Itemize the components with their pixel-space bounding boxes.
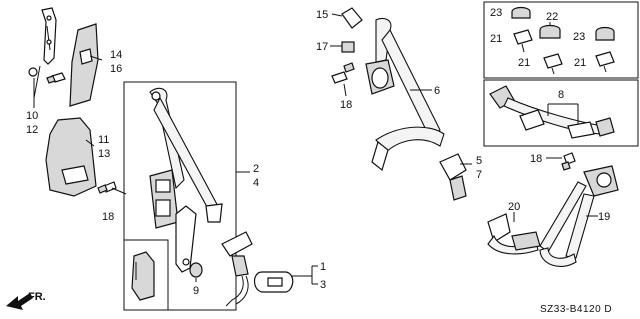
bolt-washer-10	[28, 67, 38, 77]
callout-5: 5	[476, 155, 482, 167]
front-belt-group-frame	[123, 81, 237, 311]
pillar-upper-bracket	[41, 7, 57, 65]
callout-18-rear-lower: 18	[530, 153, 542, 165]
bolt-21-c	[595, 51, 615, 73]
callout-20: 20	[508, 201, 520, 213]
pillar-lower-trim-11	[45, 117, 97, 197]
pillar-upper-cover-14	[69, 23, 99, 107]
callout-1: 1	[320, 261, 326, 273]
callout-23-b: 23	[573, 31, 585, 43]
center-lap-belt-8	[489, 85, 615, 139]
cap-22	[539, 22, 561, 39]
callout-22: 22	[546, 11, 558, 23]
callout-7: 7	[476, 169, 482, 181]
bolt-12	[46, 72, 66, 84]
callout-6: 6	[434, 85, 440, 97]
rear-buckle-5	[439, 153, 472, 201]
callout-3: 3	[320, 279, 326, 291]
front-direction-arrow-icon	[6, 293, 33, 310]
clip-17	[330, 41, 355, 53]
rear-outer-belt-6	[365, 17, 445, 172]
leader-lines-front	[195, 171, 250, 282]
callout-2: 2	[253, 163, 259, 175]
callout-21-c: 21	[574, 57, 586, 69]
callout-8: 8	[558, 89, 564, 101]
callout-23-a: 23	[490, 7, 502, 19]
bolt-18-front	[97, 181, 127, 195]
bolt-21-b	[543, 53, 563, 75]
callout-16: 16	[110, 63, 122, 75]
tag-15	[331, 7, 363, 29]
callout-17: 17	[316, 41, 328, 53]
callout-12: 12	[26, 124, 38, 136]
front-retractor-2	[149, 169, 179, 229]
callout-14: 14	[110, 49, 122, 61]
cap-23-b	[595, 26, 615, 41]
cap-23-a	[511, 6, 531, 19]
callout-9: 9	[193, 285, 199, 297]
center-belt-group-frame	[483, 79, 639, 147]
bolt-21-a	[513, 29, 533, 53]
callout-15: 15	[316, 9, 328, 21]
leader-lines-top-left	[33, 55, 103, 147]
inset-detail-frame	[123, 239, 169, 311]
callout-21-a: 21	[490, 33, 502, 45]
front-label: FR.	[28, 291, 46, 303]
front-anchor-plate	[175, 205, 197, 273]
leader-lines-buckle	[292, 265, 318, 285]
cap-9	[189, 262, 203, 278]
front-buckle-1	[221, 231, 294, 307]
front-belt-webbing	[149, 87, 221, 217]
callout-4: 4	[253, 177, 259, 189]
callout-19: 19	[598, 211, 610, 223]
callout-13: 13	[98, 148, 110, 160]
front-belt-guide	[205, 203, 223, 223]
bolt-18-rear-lower	[546, 152, 576, 171]
rear-center-retractor-19	[539, 165, 619, 267]
callout-10: 10	[26, 110, 38, 122]
inset-detail-part	[131, 251, 155, 301]
bolt-18-rear	[331, 62, 355, 97]
callout-21-b: 21	[518, 57, 530, 69]
callout-18-rear: 18	[340, 99, 352, 111]
callout-18-front: 18	[102, 211, 114, 223]
rear-buckle-20	[487, 212, 541, 255]
diagram-code: SZ33-B4120 D	[540, 304, 612, 315]
callout-11: 11	[98, 134, 109, 146]
hardware-group-frame	[483, 1, 639, 79]
